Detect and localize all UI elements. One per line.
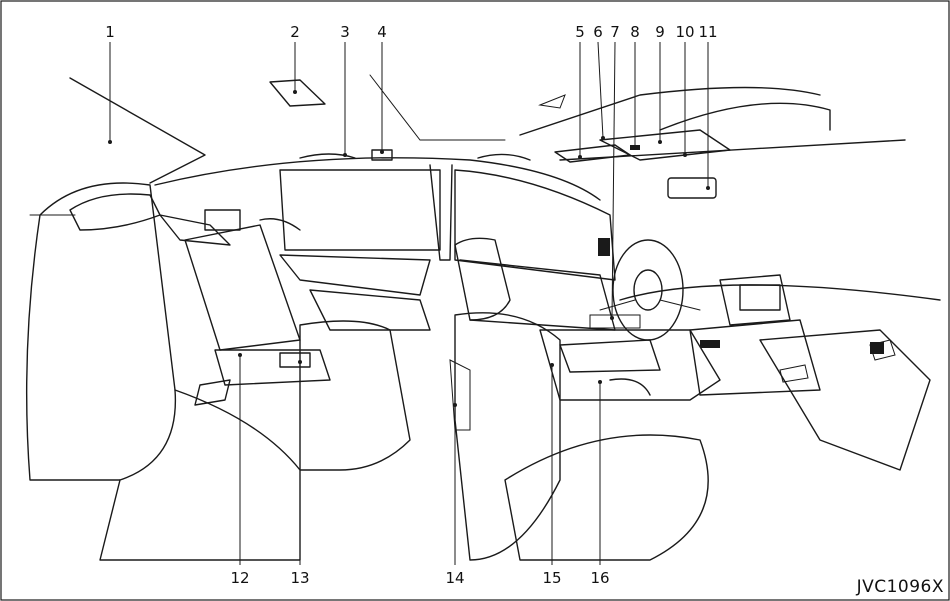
callout-14: 14 [445,569,464,587]
callout-4: 4 [377,23,387,41]
callout-5: 5 [575,23,585,41]
callout-15: 15 [542,569,561,587]
callout-labels: 1 2 3 4 5 6 7 8 9 10 11 12 13 14 15 16 [105,23,717,587]
callout-leaders [108,41,710,565]
callout-10: 10 [675,23,694,41]
figure-id-code: JVC1096X [856,577,944,597]
sunroof-switch-drawing [269,79,326,107]
callout-8: 8 [630,23,640,41]
callout-13: 13 [290,569,309,587]
callout-16: 16 [590,569,609,587]
callout-12: 12 [230,569,249,587]
callout-6: 6 [593,23,603,41]
callout-11: 11 [698,23,717,41]
callout-2: 2 [290,23,300,41]
callout-3: 3 [340,23,350,41]
callout-7: 7 [610,23,620,41]
interior-artwork [25,74,941,561]
callout-9: 9 [655,23,665,41]
callout-1: 1 [105,23,115,41]
